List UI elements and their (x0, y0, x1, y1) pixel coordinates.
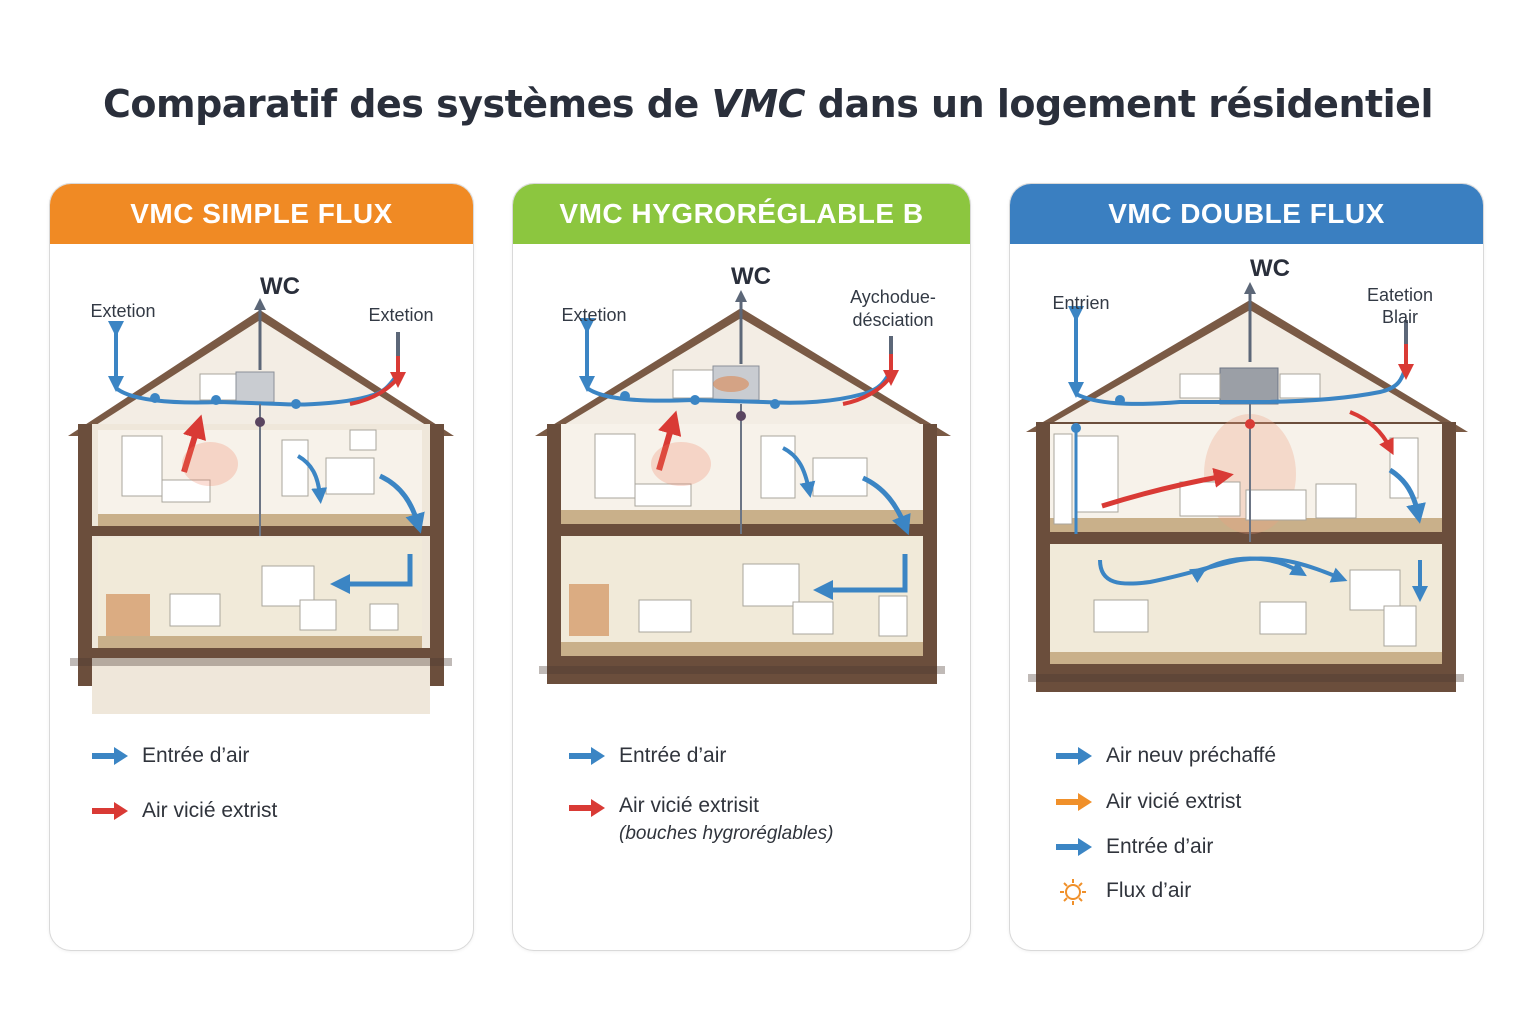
legend-text: Air vicié extrist (142, 799, 277, 823)
blue-arrow-icon (1054, 745, 1094, 767)
legend-text: Entrée d’air (1106, 835, 1213, 859)
legend-text: Entrée d’air (142, 744, 249, 768)
title-text-emphasis: VMC (711, 82, 805, 126)
panel-header: VMC SIMPLE FLUX (50, 184, 473, 244)
blue-arrow-icon (567, 745, 607, 767)
blue-arrow-icon (90, 745, 130, 767)
label-right-line1: Eatetion (1340, 284, 1460, 306)
label-right-line1: Aychodue- (833, 286, 953, 308)
label-right-line2: Blair (1340, 306, 1460, 328)
label-right-line2: désciation (833, 309, 953, 331)
orange-arrow-icon (1054, 791, 1094, 813)
label-wc: WC (1225, 258, 1315, 280)
label-wc: WC (706, 266, 796, 288)
panel-simple-flux: VMC SIMPLE FLUX (49, 183, 474, 951)
red-arrow-icon (567, 797, 607, 819)
legend-text: Flux d’air (1106, 879, 1191, 903)
label-extraction-right: Extetion (356, 304, 446, 326)
panel-hygroreglable-b: VMC HYGRORÉGLABLE B (512, 183, 971, 951)
page-title: Comparatif des systèmes de VMC dans un l… (0, 82, 1536, 126)
sun-airflow-icon (1058, 877, 1088, 907)
legend-text: Air vicié extrisit (619, 794, 759, 818)
legend-subtext: (bouches hygroréglables) (619, 823, 833, 845)
legend-text: Air vicié extrist (1106, 790, 1241, 814)
title-text-end: dans un logement résidentiel (805, 82, 1433, 126)
label-extraction-left: Extetion (549, 304, 639, 326)
label-wc: WC (235, 276, 325, 298)
red-arrow-icon (90, 800, 130, 822)
legend-text: Air neuv préchaffé (1106, 744, 1276, 768)
panel-header: VMC DOUBLE FLUX (1010, 184, 1483, 244)
blue-arrow-icon (1054, 836, 1094, 858)
title-text-start: Comparatif des systèmes de (103, 82, 711, 126)
panel-double-flux: VMC DOUBLE FLUX (1009, 183, 1484, 951)
label-extraction-left: Extetion (78, 300, 168, 322)
label-entrance-left: Entrien (1036, 292, 1126, 314)
legend-text: Entrée d’air (619, 744, 726, 768)
panel-header: VMC HYGRORÉGLABLE B (513, 184, 970, 244)
